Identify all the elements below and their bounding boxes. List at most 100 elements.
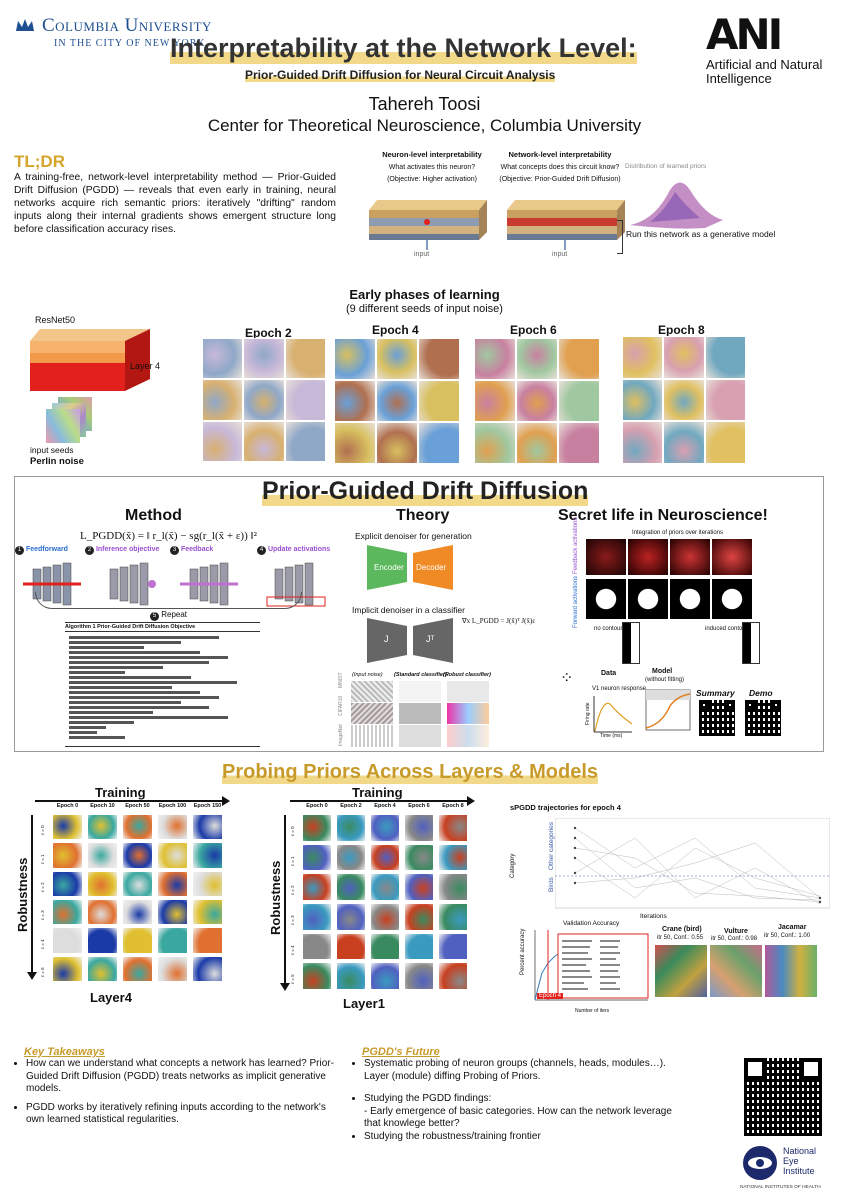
forward-maps	[585, 578, 755, 620]
jacamar-title: Jacamar	[778, 924, 807, 931]
method-steps: 1 Feedforward 2 Inference objective 3 Fe…	[15, 543, 335, 615]
neuron-level-title: Neuron-level interpretability	[382, 150, 482, 159]
trajectory-title: sPGDD trajectories for epoch 4	[510, 803, 621, 812]
neuron-input-label: input	[414, 251, 430, 258]
probe-sample	[52, 842, 83, 869]
generated-sample	[284, 338, 326, 380]
generated-sample	[284, 379, 326, 421]
generated-sample	[376, 338, 418, 380]
repeat-num: 5	[150, 612, 159, 621]
probe-sample	[370, 873, 400, 901]
generated-sample	[558, 380, 600, 422]
encoder-decoder	[367, 545, 453, 590]
probe-sample	[336, 903, 366, 931]
training-arrowhead-left	[222, 796, 230, 806]
val-title: Validation Accuracy	[563, 920, 620, 927]
nei-line-1: National	[783, 1146, 817, 1156]
noise-seed-3	[46, 409, 80, 443]
epoch-4-label: Epoch 4	[372, 323, 419, 337]
epoch-column-label: Epoch 6	[408, 803, 430, 809]
val-xlabel: Number of iters	[575, 1008, 610, 1014]
priors-surface	[630, 182, 723, 229]
other-categories-label: Other categories	[548, 821, 555, 870]
probe-sample	[336, 873, 366, 901]
model-label: Model	[652, 668, 673, 675]
eps-row-label: ε = 1	[40, 853, 45, 864]
generated-sample	[516, 338, 558, 380]
future-item-2: Studying the PGDD findings: - Early emer…	[364, 1093, 689, 1131]
network-level-title: Network-level interpretability	[508, 150, 612, 159]
probe-sample	[52, 927, 83, 954]
generative-model-bracket	[617, 220, 623, 254]
eps-row-label: ε = 0	[290, 826, 295, 836]
nei-line-2: Eye	[783, 1156, 799, 1166]
poster-qr-icon[interactable]	[744, 1058, 822, 1136]
probe-sample	[336, 814, 366, 842]
demo-qr-icon[interactable]	[745, 700, 781, 736]
layer1-caption: Layer1	[343, 996, 385, 1011]
resnet-label: ResNet50	[35, 315, 76, 325]
generated-sample	[284, 420, 326, 462]
step-3-net	[180, 562, 238, 606]
probe-sample	[370, 932, 400, 961]
probing-heading: Probing Priors Across Layers & Models	[222, 761, 599, 784]
summary-qr-icon[interactable]	[699, 700, 735, 736]
neuron-level-question: What activates this neuron?	[388, 164, 476, 171]
takeaways-list: How can we understand what concepts a ne…	[12, 1058, 341, 1127]
step-3-num: 3	[170, 546, 179, 555]
robustness-arrow-left	[31, 815, 33, 975]
probe-sample	[404, 873, 434, 901]
generated-sample	[474, 422, 516, 464]
probe-sample	[157, 842, 188, 869]
eps-row-label: ε = 4	[290, 944, 295, 955]
algorithm-box: Algorithm 1 Prior-Guided Drift Diffusion…	[65, 622, 260, 747]
probe-sample	[52, 955, 83, 982]
vulture-title: Vulture	[724, 928, 748, 935]
loss-formula: L_PGDD(x̃) = ‖ r_l(x̃) − sg(r_l(x̃ + ε))…	[80, 530, 257, 542]
early-phases-title: Early phases of learning	[349, 287, 500, 302]
kanizsa-icon: ⁘	[560, 670, 574, 687]
robustness-arrow-mid	[284, 815, 286, 985]
probe-sample	[87, 955, 118, 982]
generated-sample	[474, 338, 516, 380]
step-4-label: Update activations	[267, 546, 331, 553]
network-level-objective: (Objective: Prior-Guided Drift Diffusion…	[499, 176, 621, 183]
pgdd-panel	[14, 476, 824, 752]
eps-row-label: ε = 3	[40, 910, 45, 921]
robustness-arrowhead-mid	[280, 983, 290, 991]
step-4-net	[266, 562, 326, 607]
network-level-figure: Network-level interpretability What conc…	[490, 150, 630, 265]
probe-sample	[302, 873, 332, 901]
university-name: Columbia University	[42, 15, 212, 36]
robustness-arrowhead-left	[27, 972, 37, 980]
step-1-num: 1	[15, 546, 24, 555]
probe-sample	[336, 932, 366, 961]
jacamar-meta: itr 50, Conf.: 1.00	[764, 933, 811, 939]
probe-sample	[302, 962, 332, 990]
generated-sample	[376, 422, 418, 464]
eps-row-label: ε = 5	[40, 967, 45, 977]
summary-label: Summary	[696, 688, 735, 698]
probe-sample	[52, 899, 83, 926]
val-ylabel: Percent accuracy	[520, 928, 526, 975]
step-3-label: Feedback	[180, 546, 214, 553]
training-arrowhead-mid	[467, 796, 475, 806]
probe-sample	[122, 955, 153, 982]
repeat-text: Repeat	[161, 610, 188, 619]
generated-sample	[558, 422, 600, 464]
feedback-maps	[585, 538, 755, 576]
epoch-column-label: Epoch 50	[125, 803, 150, 809]
epoch-column-label: Epoch 2	[340, 803, 362, 809]
encoder-label: Encoder	[374, 563, 404, 572]
probe-sample	[404, 814, 434, 842]
generated-sample	[243, 420, 285, 462]
probe-sample	[122, 899, 153, 926]
eps-row-label: ε = 4	[40, 938, 45, 949]
network-input-label: input	[552, 251, 568, 258]
robustness-label-left: Robustness	[15, 857, 30, 932]
tldr-body: A training-free, network-level interpret…	[14, 172, 336, 235]
future-item-2-text: Studying the PGDD findings:	[364, 1093, 492, 1104]
probe-sample	[192, 927, 223, 954]
probe-sample	[438, 903, 468, 931]
probe-sample	[157, 927, 188, 954]
